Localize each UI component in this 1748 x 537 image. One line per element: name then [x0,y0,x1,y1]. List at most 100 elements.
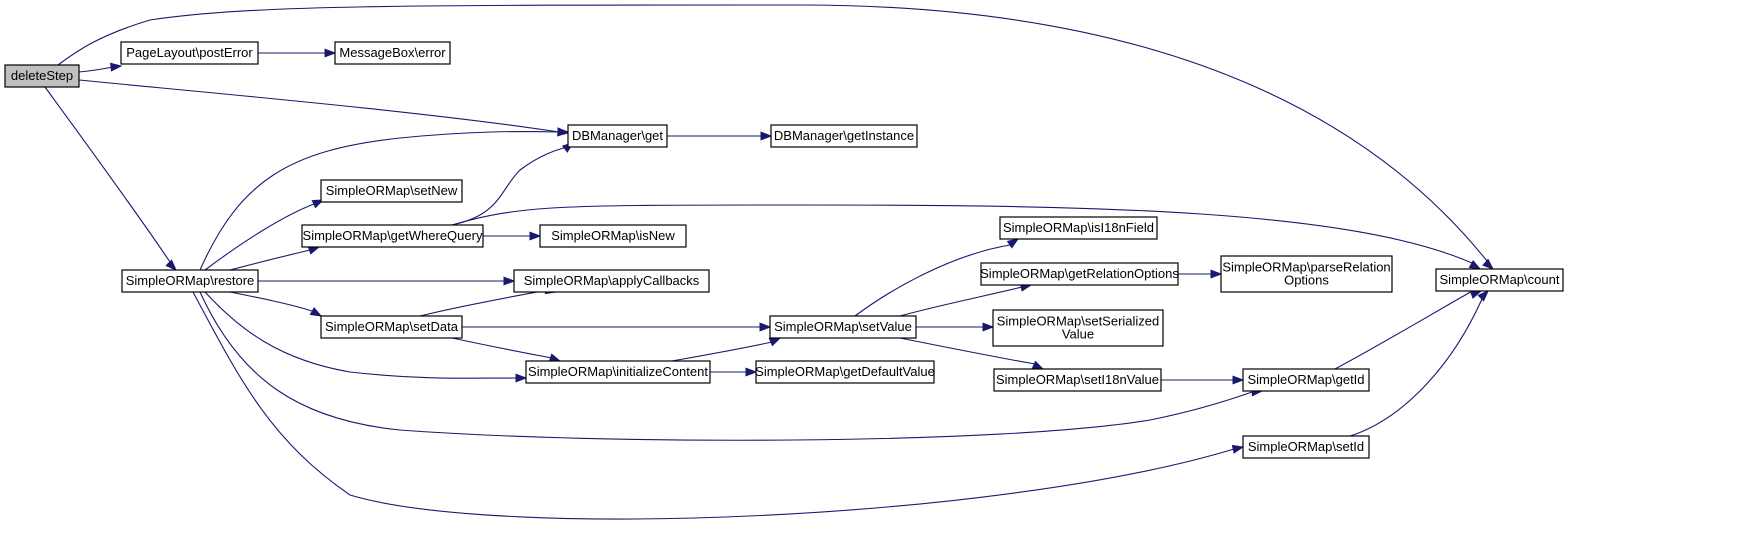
edge-setData-to-initializeContent [451,337,562,362]
arrowhead-icon [1210,269,1223,279]
edge-setValue-to-isI18nField [854,238,1020,317]
node-getWhereQuery[interactable]: SimpleORMap\getWhereQuery [301,224,484,248]
edge-deleteStep-to-postError [78,62,123,73]
edge-dbGet-to-dbGetInstance [667,131,773,141]
edge-line [451,337,553,359]
arrowhead-icon [745,367,758,377]
node-isNew[interactable]: SimpleORMap\isNew [539,224,687,248]
arrowhead-icon [760,131,773,141]
node-label: SimpleORMap\setId [1248,439,1364,454]
edge-line [451,204,1473,264]
arrowhead-icon [557,127,570,137]
node-box [1220,255,1393,293]
arrowhead-icon [110,62,123,72]
node-dbGetInstance[interactable]: DBManager\getInstance [770,124,918,148]
node-label: deleteStep [11,68,73,83]
node-label: PageLayout\postError [126,45,253,60]
edge-line [78,66,114,73]
node-deleteStep[interactable]: deleteStep [4,64,80,88]
edge-line [199,130,560,271]
edge-line [204,291,518,379]
node-getDefaultValue[interactable]: SimpleORMap\getDefaultValue [755,360,935,384]
node-label: DBManager\get [572,128,663,143]
edge-line [44,86,171,263]
edge-initializeContent-to-setValue [671,337,782,362]
arrowhead-icon [759,322,772,332]
node-box [992,309,1164,347]
node-label: SimpleORMap\applyCallbacks [524,273,700,288]
node-count[interactable]: SimpleORMap\count [1435,268,1564,292]
edge-postError-to-mbError [258,48,337,58]
node-getRelationOptions[interactable]: SimpleORMap\getRelationOptions [980,262,1179,286]
node-box [334,41,451,65]
node-setValue[interactable]: SimpleORMap\setValue [769,315,917,339]
arrowhead-icon [1477,290,1489,302]
node-label: SimpleORMap\getWhereQuery [303,228,483,243]
node-initializeContent[interactable]: SimpleORMap\initializeContent [525,360,711,384]
edge-restore-to-dbGet [199,127,570,271]
edge-getWhereQuery-to-dbGet [451,142,575,226]
node-label: Value [1062,327,1094,342]
node-getId[interactable]: SimpleORMap\getId [1242,368,1370,392]
node-setI18nValue[interactable]: SimpleORMap\setI18nValue [993,368,1162,392]
node-setId[interactable]: SimpleORMap\setId [1242,435,1370,459]
arrowhead-icon [1006,238,1020,249]
edge-getWhereQuery-to-count [451,204,1482,270]
node-setData[interactable]: SimpleORMap\setData [320,315,463,339]
arrowhead-icon [1468,259,1482,270]
node-box [755,360,935,384]
node-isI18nField[interactable]: SimpleORMap\isI18nField [999,216,1158,240]
arrowhead-icon [1031,360,1045,370]
edge-getWhereQuery-to-isNew [483,231,542,241]
node-box [769,315,917,339]
node-dbGet[interactable]: DBManager\get [567,124,668,148]
arrowhead-icon [309,306,323,317]
node-box [1242,368,1370,392]
node-label: SimpleORMap\initializeContent [528,364,708,379]
edge-initializeContent-to-getDefaultValue [710,367,758,377]
edge-line [899,337,1036,365]
node-restore[interactable]: SimpleORMap\restore [121,269,259,293]
arrowhead-icon [324,48,337,58]
edge-line [1334,289,1475,370]
node-applyCallbacks[interactable]: SimpleORMap\applyCallbacks [513,269,710,293]
edge-line [229,291,313,312]
edge-getRelationOptions-to-parseRelationOptions [1178,269,1223,279]
arrowhead-icon [529,231,542,241]
edge-restore-to-setData [229,291,323,317]
edge-line [854,244,1011,317]
edge-setValue-to-setSerializedValue [916,322,995,332]
edge-line [192,291,1235,520]
edge-line [57,4,1488,262]
edge-line [451,146,568,226]
edge-line [1349,298,1483,437]
node-box [567,124,668,148]
node-label: DBManager\getInstance [774,128,914,143]
node-label: Options [1284,273,1329,288]
arrowhead-icon [548,353,562,362]
edge-restore-to-setId [192,291,1245,520]
arrowhead-icon [165,259,177,271]
edge-setId-to-count [1349,290,1489,437]
node-mbError[interactable]: MessageBox\error [334,41,451,65]
node-label: SimpleORMap\setData [325,319,459,334]
node-box [539,224,687,248]
nodes-layer: deleteStep PageLayout\postError MessageBox… [4,41,1564,459]
node-label: SimpleORMap\isI18nField [1003,220,1154,235]
node-label: SimpleORMap\getDefaultValue [755,364,935,379]
edge-restore-to-applyCallbacks [258,276,516,286]
node-box [999,216,1158,240]
node-label: SimpleORMap\getId [1247,372,1364,387]
edge-line [229,249,311,271]
node-box [121,269,259,293]
node-postError[interactable]: PageLayout\postError [120,41,259,65]
edge-setData-to-setValue [462,322,772,332]
edge-line [671,341,773,362]
node-box [525,360,711,384]
node-box [320,315,463,339]
node-setNew[interactable]: SimpleORMap\setNew [320,179,463,203]
edge-line [199,291,1253,441]
